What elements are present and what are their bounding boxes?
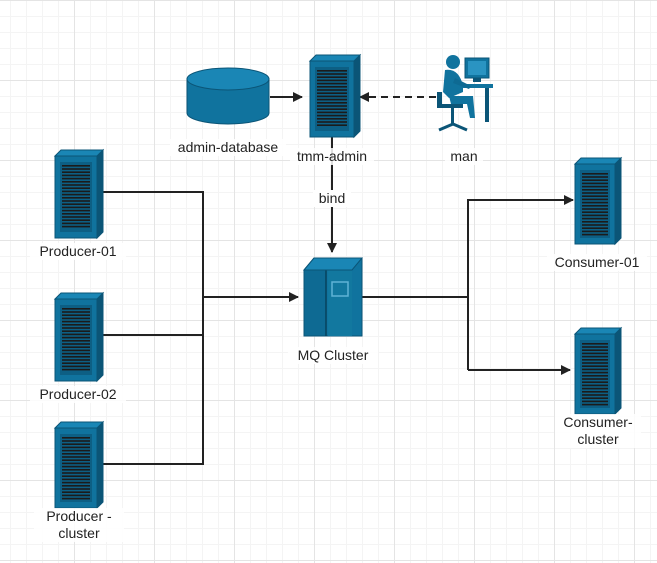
server-producer-01-icon[interactable]: [53, 148, 105, 240]
admin-database-label: admin-database: [170, 139, 286, 156]
server-consumer-cluster-icon[interactable]: [573, 326, 623, 416]
server-producer-cluster-icon[interactable]: [53, 420, 105, 510]
database-icon[interactable]: [186, 67, 270, 125]
consumer-01-label: Consumer-01: [547, 254, 647, 271]
man-label: man: [445, 148, 483, 165]
producer-01-label: Producer-01: [30, 243, 126, 260]
mq-cluster-label: MQ Cluster: [288, 347, 378, 364]
server-producer-02-icon[interactable]: [53, 291, 105, 383]
bind-edge-label: bind: [313, 190, 351, 207]
edge-split-to-consumer01: [467, 195, 574, 370]
mq-cluster-icon[interactable]: [302, 257, 364, 337]
tmm-admin-label: tmm-admin: [290, 148, 374, 165]
edge-producer01-to-mq: [103, 191, 204, 465]
server-consumer-01-icon[interactable]: [573, 156, 623, 246]
producer-02-label: Producer-02: [30, 386, 126, 403]
user-workstation-icon[interactable]: [437, 55, 493, 132]
consumer-cluster-label: Consumer- cluster: [555, 414, 641, 448]
producer-cluster-label: Producer - cluster: [34, 508, 124, 542]
server-tmm-admin-icon[interactable]: [308, 53, 362, 139]
